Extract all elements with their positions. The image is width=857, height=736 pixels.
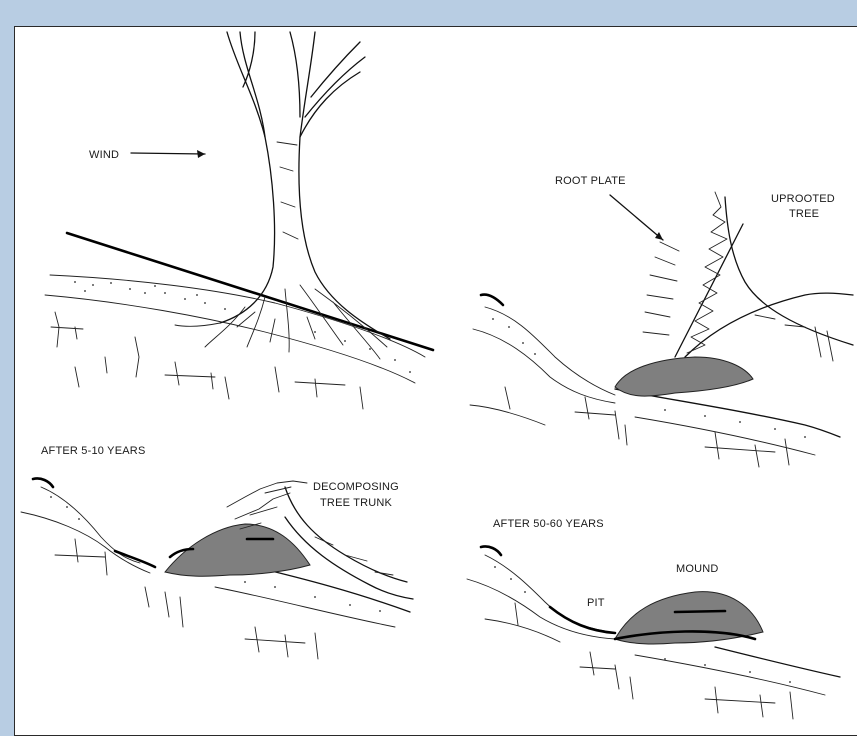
pit-label: PIT (587, 597, 605, 609)
wind-label: WIND (89, 149, 119, 161)
decomposing-trunk-label-line1: DECOMPOSING (313, 481, 399, 493)
diagram-frame: WIND (14, 26, 857, 736)
mound-label: MOUND (676, 563, 719, 575)
root-plate-label: ROOT PLATE (555, 175, 626, 187)
tree-uprooting-diagram: WIND (15, 27, 857, 735)
uprooted-tree-label-line2: TREE (789, 208, 819, 220)
decomposing-trunk-label-line2: TREE TRUNK (320, 497, 393, 509)
panel-uprooted-tree: ROOT PLATE UPROOTED TREE (470, 175, 853, 467)
standing-tree-trunk (175, 32, 390, 359)
caption-after-50-60-years: AFTER 50-60 YEARS (493, 518, 604, 530)
panel-after-5-10-years: AFTER 5-10 YEARS DECOMPOSING TREE TRUNK (21, 445, 413, 659)
root-plate-soil-mound (615, 357, 753, 396)
wind-arrow-icon (131, 150, 205, 158)
root-plate-arrow-icon (610, 195, 663, 240)
panel-standing-tree: WIND (45, 32, 433, 409)
caption-after-5-10-years: AFTER 5-10 YEARS (41, 445, 145, 457)
soil-layers (45, 275, 425, 409)
uprooted-tree-label-line1: UPROOTED (771, 193, 835, 205)
uprooted-tree-trunk (643, 192, 853, 361)
panel-after-50-60-years: AFTER 50-60 YEARS PIT MOUND (467, 518, 840, 719)
